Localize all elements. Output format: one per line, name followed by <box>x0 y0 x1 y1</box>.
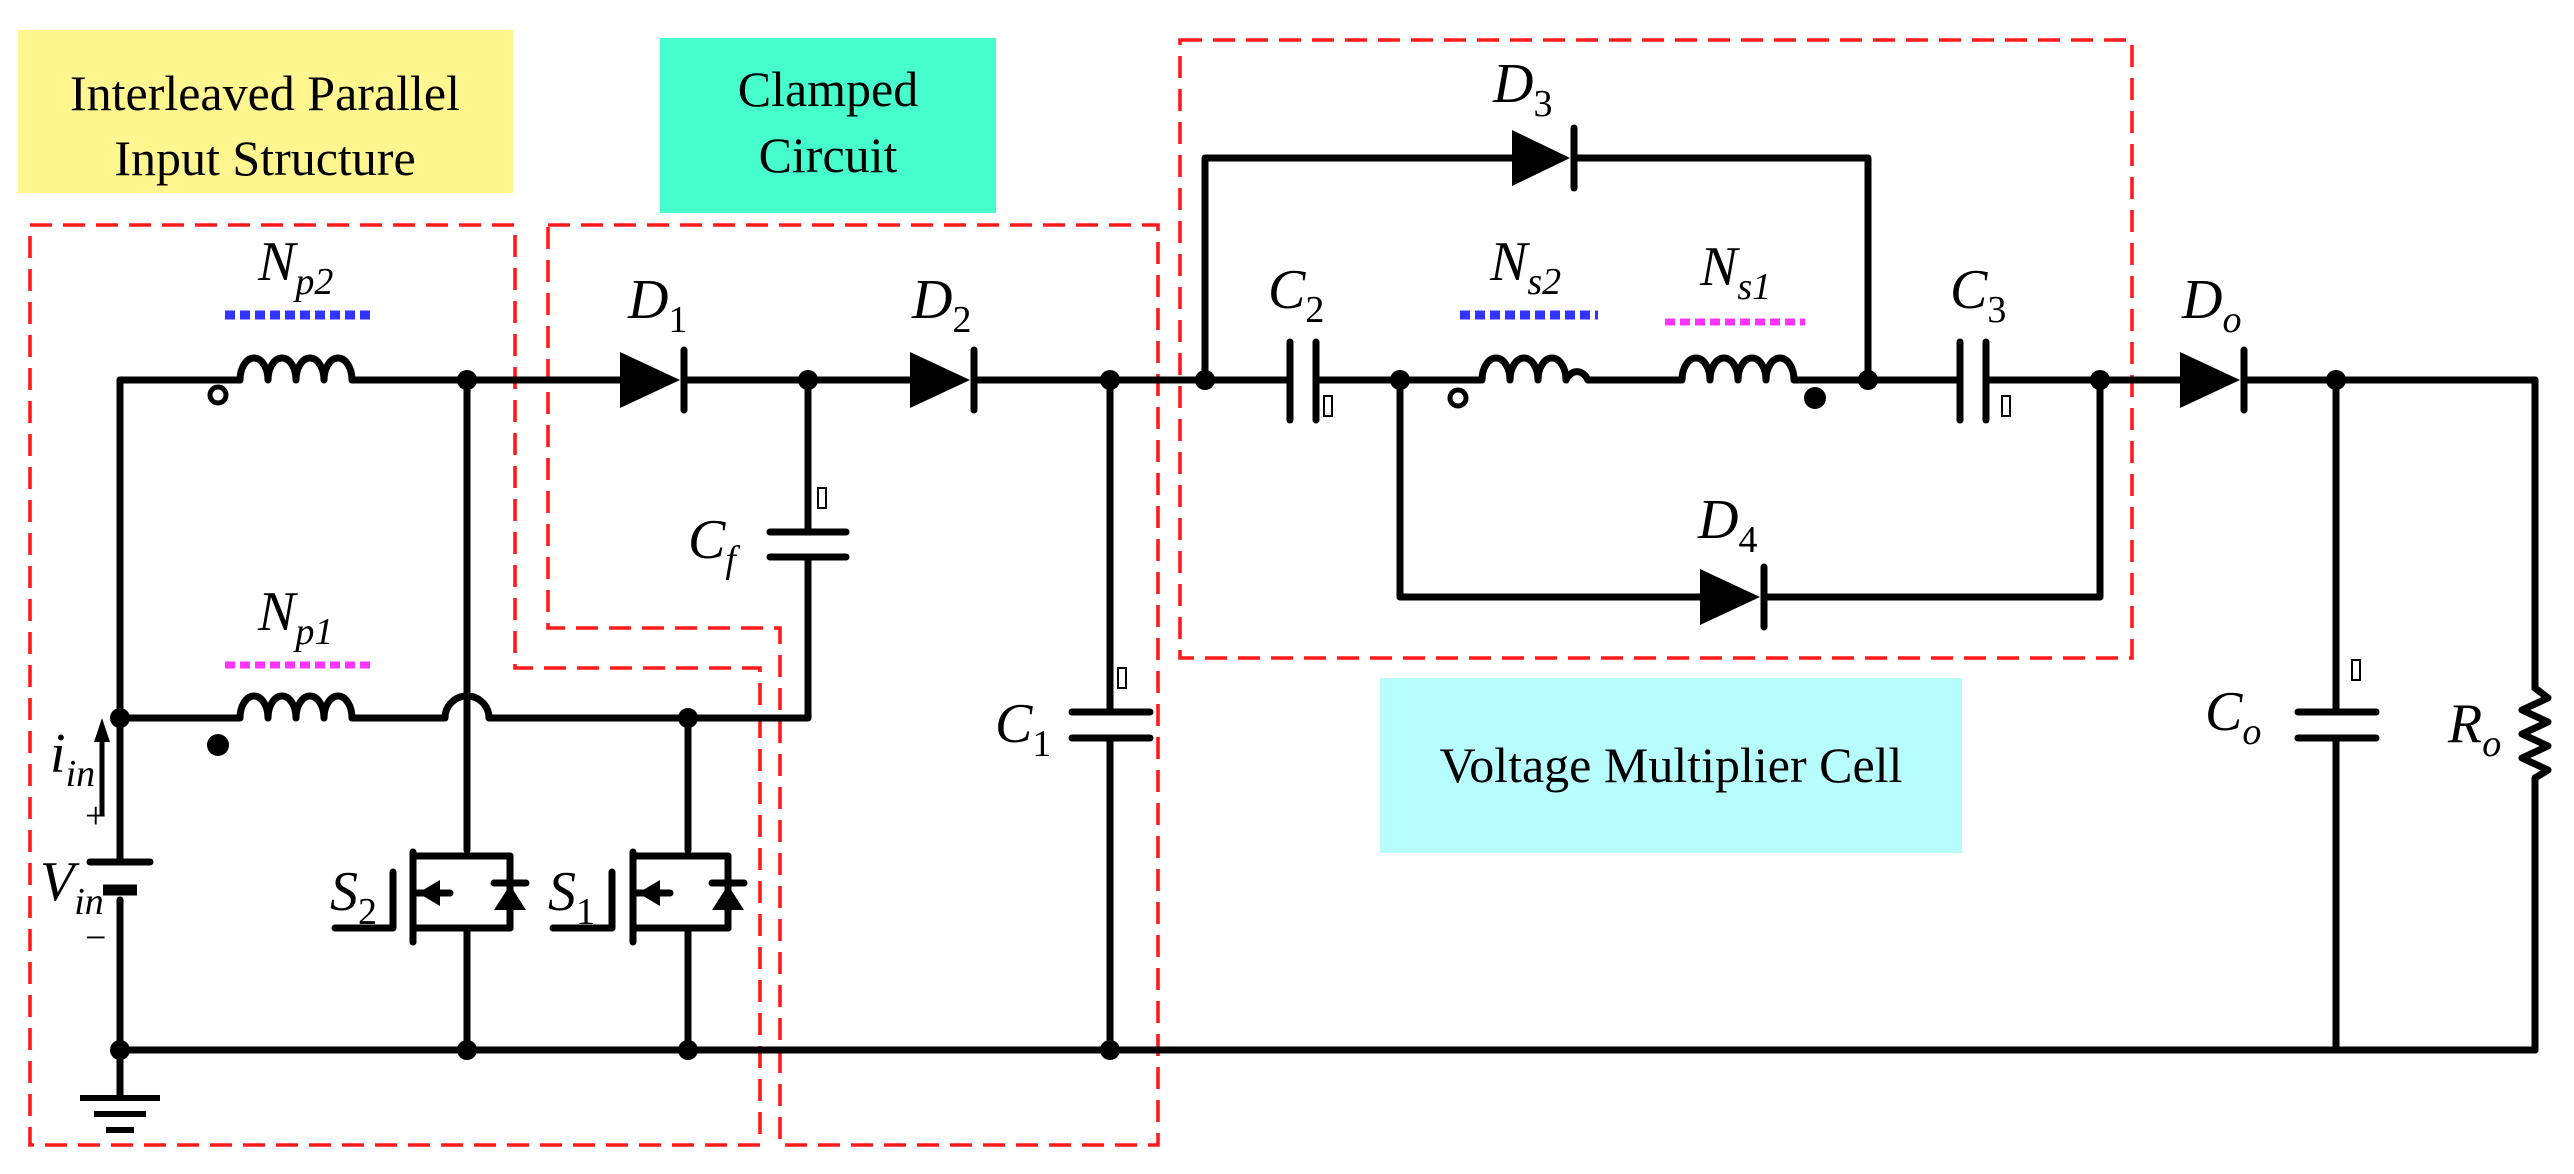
wire-np1-right <box>354 651 812 722</box>
mosfet-s2 <box>331 848 530 946</box>
label-np1: Np1 <box>257 581 333 653</box>
capacitor-c2 <box>1286 338 1333 424</box>
diode-d2 <box>910 346 978 414</box>
label-co: Co <box>2205 681 2261 753</box>
inductor-ns2 <box>1447 310 1598 409</box>
diode-do <box>2180 346 2248 414</box>
label-do: Do <box>2181 269 2241 341</box>
ground-icon <box>80 1046 160 1133</box>
vin-minus: − <box>85 917 106 959</box>
label-iin: iin <box>50 723 95 795</box>
capacitor-c1 <box>1068 667 1154 742</box>
label-vin: Vin <box>40 851 104 923</box>
wire-d4-loop <box>1396 376 1704 601</box>
vmc-label: Voltage Multiplier Cell <box>1440 737 1903 793</box>
inductor-ns1 <box>1661 318 1826 409</box>
label-d1: D1 <box>627 269 687 341</box>
diode-d3 <box>1512 124 1578 192</box>
capacitor-c3 <box>1956 338 2011 424</box>
label-ro: Ro <box>2447 693 2501 765</box>
capacitor-cf <box>766 487 850 561</box>
vmc-label-bg <box>1380 678 1962 853</box>
inductor-np2 <box>207 310 372 406</box>
capacitor-co <box>2294 659 2380 742</box>
label-d2: D2 <box>911 269 971 341</box>
resistor-ro <box>2518 684 2552 782</box>
inductor-np1 <box>207 661 372 756</box>
source-vin <box>86 858 154 896</box>
diode-d1 <box>620 346 688 414</box>
input-structure-label-line2: Input Structure <box>114 130 415 186</box>
current-arrow-iin <box>94 718 110 815</box>
label-c1: C1 <box>995 693 1051 765</box>
label-ns2: Ns2 <box>1489 231 1561 303</box>
label-d4: D4 <box>1697 489 1757 561</box>
wire-d3-loop-right <box>1571 154 1872 384</box>
label-d3: D3 <box>1492 53 1552 125</box>
label-s2: S2 <box>330 861 377 933</box>
label-s1: S1 <box>548 861 595 933</box>
input-structure-border <box>28 223 762 1147</box>
input-structure-label-bg <box>18 30 513 193</box>
wire-d4-loop-right <box>1764 376 2104 601</box>
clamped-circuit-border <box>546 223 1160 1147</box>
label-ns1: Ns1 <box>1699 236 1771 308</box>
clamped-circuit-label-bg <box>660 38 996 213</box>
diode-d4 <box>1700 563 1768 631</box>
junction-dots <box>110 370 2346 1060</box>
label-np2: Np2 <box>257 231 333 303</box>
mosfet-s1 <box>549 848 748 946</box>
wire-d3-loop <box>1201 154 1516 384</box>
clamped-circuit-label-line2: Circuit <box>759 127 898 183</box>
label-c3: C3 <box>1950 259 2006 331</box>
label-cf: Cf <box>688 509 740 581</box>
vmc-border <box>1178 38 2134 660</box>
input-structure-label-line1: Interleaved Parallel <box>70 65 460 121</box>
clamped-circuit-label-line1: Clamped <box>738 61 919 117</box>
label-c2: C2 <box>1268 259 1324 331</box>
